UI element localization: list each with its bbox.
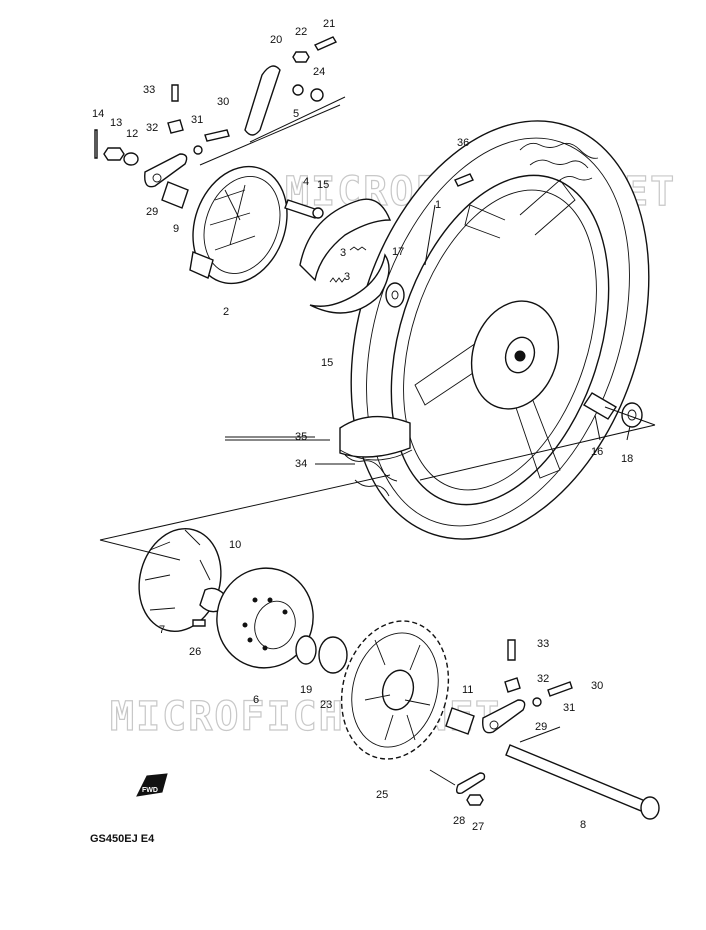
bolt-26 <box>192 619 206 627</box>
callout-34: 34 <box>295 458 307 470</box>
diagram-code: GS450EJ E4 <box>90 833 155 845</box>
callout-15a: 15 <box>317 179 329 191</box>
nut-22 <box>292 51 310 63</box>
callout-22: 22 <box>295 26 307 38</box>
torque-arm-29 <box>144 153 188 188</box>
callout-19: 19 <box>300 684 312 696</box>
callout-3a: 3 <box>340 247 346 259</box>
nut-31-top <box>193 145 203 155</box>
brake-shoe-15-lower <box>309 253 390 314</box>
callout-21: 21 <box>323 18 335 30</box>
bushing-32-top <box>167 119 184 134</box>
callout-17: 17 <box>392 246 404 258</box>
callout-29a: 29 <box>146 206 158 218</box>
valve-clip-36 <box>454 173 474 187</box>
bushing-32-bottom <box>504 677 521 693</box>
callout-24: 24 <box>313 66 325 78</box>
callout-9: 9 <box>173 223 179 235</box>
callout-labels: 1 2 3 3 4 5 6 7 8 9 10 11 12 13 14 15 15… <box>92 18 633 833</box>
axle-8 <box>505 744 660 820</box>
callout-15b: 15 <box>321 357 333 369</box>
tire-tread <box>344 142 599 497</box>
callout-6: 6 <box>253 694 259 706</box>
leader-lines <box>99 96 656 786</box>
callout-30a: 30 <box>217 96 229 108</box>
washer-24 <box>310 88 324 102</box>
callout-35: 35 <box>295 431 307 443</box>
brake-arm-20 <box>244 65 281 136</box>
callout-14: 14 <box>92 108 104 120</box>
axle-collar-16 <box>583 392 617 420</box>
bearing-19 <box>295 635 317 665</box>
callout-27: 27 <box>472 821 484 833</box>
callout-1: 1 <box>435 199 441 211</box>
callout-32b: 32 <box>537 673 549 685</box>
wheel-spokes <box>414 179 576 479</box>
callout-23: 23 <box>320 699 332 711</box>
callout-20: 20 <box>270 34 282 46</box>
plate-28 <box>455 772 486 795</box>
bolt-21 <box>313 36 338 51</box>
callout-31b: 31 <box>563 702 575 714</box>
callout-13: 13 <box>110 117 122 129</box>
bearing-17 <box>385 282 405 308</box>
callout-2: 2 <box>223 306 229 318</box>
callout-11: 11 <box>462 684 473 696</box>
callout-10: 10 <box>229 539 241 551</box>
spring-3 <box>329 246 367 283</box>
cam-shaft-4 <box>284 199 324 219</box>
oil-seal-23 <box>318 636 348 674</box>
washer-12 <box>123 152 139 166</box>
callout-12: 12 <box>126 128 138 140</box>
fwd-label: FWD <box>142 787 158 794</box>
rear-wheel <box>339 120 650 540</box>
callout-4: 4 <box>303 176 309 188</box>
cotter-pin-14 <box>94 129 98 159</box>
callout-33a: 33 <box>143 84 155 96</box>
brake-shoe-15-upper <box>299 198 392 282</box>
rear-sprocket-25 <box>340 620 450 760</box>
callout-28: 28 <box>453 815 465 827</box>
callout-25: 25 <box>376 789 388 801</box>
callout-16: 16 <box>591 446 603 458</box>
callout-31a: 31 <box>191 114 203 126</box>
callout-7: 7 <box>159 624 165 636</box>
washer-5 <box>292 84 304 96</box>
callout-29b: 29 <box>535 721 547 733</box>
callout-36: 36 <box>457 137 469 149</box>
rim-band-35 <box>339 415 411 458</box>
collar-11 <box>445 707 475 735</box>
nut-13 <box>103 147 125 161</box>
bolt-30-bottom <box>547 681 573 697</box>
brake-panel-2 <box>189 165 288 285</box>
nut-31-bottom <box>532 697 542 707</box>
callout-5: 5 <box>293 108 299 120</box>
nut-18 <box>621 402 643 428</box>
bolt-33-bottom <box>507 639 516 661</box>
callout-18: 18 <box>621 453 633 465</box>
bolt-33-top <box>171 84 179 102</box>
fwd-arrow-icon: FWD <box>136 773 168 797</box>
callout-33b: 33 <box>537 638 549 650</box>
collar-9 <box>161 181 189 209</box>
callout-8: 8 <box>580 819 586 831</box>
nut-27 <box>466 794 484 806</box>
callout-30b: 30 <box>591 680 603 692</box>
sprocket-mount-6 <box>216 567 314 669</box>
torque-arm-29-lower <box>482 699 526 734</box>
callout-3b: 3 <box>344 271 350 283</box>
callout-26: 26 <box>189 646 201 658</box>
callout-32a: 32 <box>146 122 158 134</box>
bolt-30-top <box>204 129 230 142</box>
